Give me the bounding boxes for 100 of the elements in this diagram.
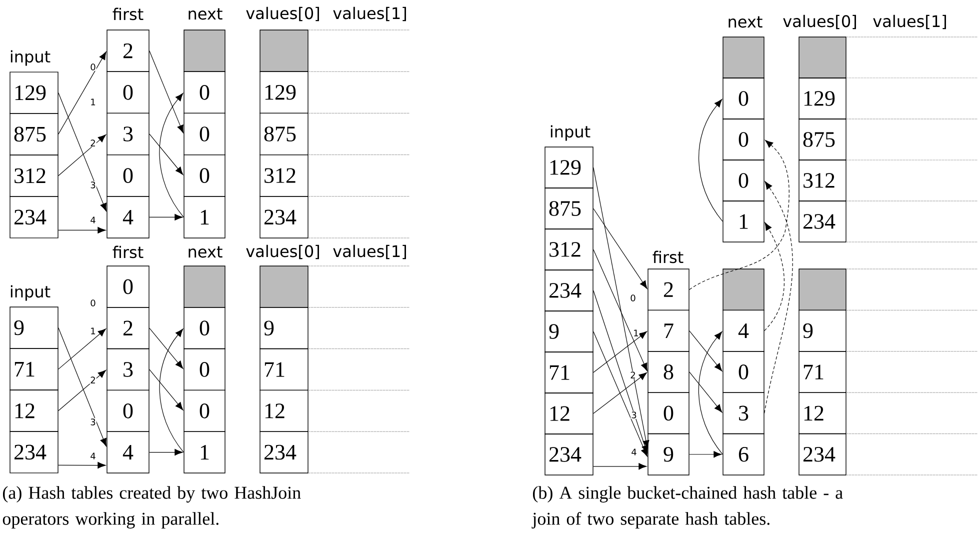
table-cell: 234 bbox=[544, 434, 594, 476]
bucket-number: 4 bbox=[90, 216, 96, 224]
table-cell: 129 bbox=[798, 78, 846, 120]
table-cell: 3 bbox=[722, 392, 764, 434]
column-header: next bbox=[188, 246, 222, 258]
table-cell: 9 bbox=[544, 310, 594, 352]
arrow bbox=[593, 167, 650, 449]
arrow bbox=[58, 134, 106, 176]
arrow bbox=[58, 92, 106, 212]
table-cell: 875 bbox=[544, 188, 594, 230]
table-cell: 12 bbox=[260, 390, 308, 432]
arrow bbox=[149, 134, 184, 175]
table-cell: 7 bbox=[648, 310, 690, 352]
arrow bbox=[159, 328, 184, 453]
bucket-number: 4 bbox=[630, 448, 638, 456]
table-cell: 2 bbox=[106, 307, 150, 350]
table-cell: 9 bbox=[260, 307, 308, 350]
table-cell: 71 bbox=[798, 351, 846, 393]
bucket-number: 0 bbox=[90, 63, 96, 71]
column-header: input bbox=[10, 285, 50, 301]
column-header: input bbox=[550, 125, 590, 141]
arrow bbox=[698, 331, 723, 455]
table-cell: 9 bbox=[10, 306, 58, 349]
shaded-cell bbox=[260, 30, 308, 72]
table-cell: 0 bbox=[184, 71, 226, 114]
arrow bbox=[149, 214, 183, 220]
shaded-cell bbox=[722, 268, 764, 311]
bucket-number: 1 bbox=[90, 98, 96, 106]
table-cell: 0 bbox=[184, 112, 226, 156]
arrow bbox=[593, 372, 647, 414]
dashed-arrow bbox=[764, 222, 784, 332]
bucket-number: 2 bbox=[90, 139, 96, 147]
column-header: next bbox=[728, 16, 762, 28]
shaded-cell bbox=[184, 266, 226, 308]
caption: (b) A single bucket-chained hash table - a join of two separate hash tables. bbox=[532, 486, 843, 528]
table-cell: 875 bbox=[260, 112, 308, 156]
bucket-number: 0 bbox=[90, 299, 96, 307]
arrow bbox=[689, 330, 722, 372]
arrow bbox=[593, 208, 648, 289]
table-cell: 0 bbox=[722, 118, 764, 160]
column-header: values[0] bbox=[246, 244, 319, 260]
arrow bbox=[159, 93, 184, 218]
table-cell: 234 bbox=[798, 433, 846, 476]
table-cell: 312 bbox=[10, 154, 58, 197]
shaded-cell bbox=[798, 268, 846, 311]
table-cell: 9 bbox=[648, 433, 690, 476]
arrow bbox=[593, 331, 648, 457]
table-cell: 71 bbox=[260, 348, 308, 391]
shaded-cell bbox=[260, 266, 308, 308]
table-cell: 312 bbox=[544, 228, 594, 270]
table-cell: 234 bbox=[260, 431, 308, 474]
table-cell: 0 bbox=[106, 154, 150, 197]
arrow bbox=[593, 463, 647, 470]
bucket-number: 0 bbox=[630, 294, 636, 302]
column-header: first bbox=[652, 250, 684, 264]
column-header: first bbox=[112, 246, 144, 258]
table-cell: 12 bbox=[544, 392, 594, 434]
table-cell: 4 bbox=[722, 310, 764, 352]
table-cell: 234 bbox=[260, 196, 308, 238]
bucket-number: 3 bbox=[630, 411, 638, 419]
table-cell: 234 bbox=[10, 196, 58, 238]
table-cell: 6 bbox=[722, 433, 764, 476]
column-header: values[1] bbox=[333, 6, 406, 22]
table-cell: 2 bbox=[106, 30, 150, 72]
arrow bbox=[58, 462, 106, 469]
table-cell: 4 bbox=[106, 196, 150, 238]
table-cell: 0 bbox=[106, 390, 150, 432]
arrow bbox=[593, 290, 648, 454]
table-cell: 0 bbox=[184, 390, 226, 432]
column-header: values[1] bbox=[333, 244, 406, 260]
arrow bbox=[593, 331, 647, 373]
table-cell: 3 bbox=[106, 348, 150, 391]
column-header: input bbox=[10, 50, 50, 66]
table-cell: 312 bbox=[798, 160, 846, 202]
bucket-number: 2 bbox=[90, 376, 96, 384]
table-cell: 2 bbox=[648, 268, 690, 311]
table-cell: 129 bbox=[10, 72, 58, 114]
arrow bbox=[58, 226, 106, 234]
dashed-arrow bbox=[764, 181, 793, 414]
arrow bbox=[149, 449, 183, 456]
arrow bbox=[698, 99, 723, 222]
arrow bbox=[58, 328, 106, 370]
arrow bbox=[149, 50, 184, 134]
table-cell: 0 bbox=[722, 78, 764, 120]
arrow bbox=[149, 328, 184, 369]
table-cell: 875 bbox=[798, 118, 846, 160]
table-cell: 12 bbox=[798, 392, 846, 434]
table-cell: 875 bbox=[10, 113, 58, 156]
table-cell: 1 bbox=[184, 431, 226, 474]
arrow bbox=[149, 369, 184, 410]
table-cell: 0 bbox=[184, 348, 226, 391]
bucket-number: 3 bbox=[90, 181, 96, 189]
table-cell: 234 bbox=[10, 431, 58, 474]
table-cell: 234 bbox=[544, 270, 594, 312]
shaded-cell bbox=[798, 36, 846, 78]
table-cell: 9 bbox=[798, 310, 846, 352]
table-cell: 1 bbox=[184, 196, 226, 238]
table-cell: 1 bbox=[722, 200, 764, 242]
table-cell: 234 bbox=[798, 200, 846, 242]
dashed-arrow bbox=[689, 140, 790, 290]
